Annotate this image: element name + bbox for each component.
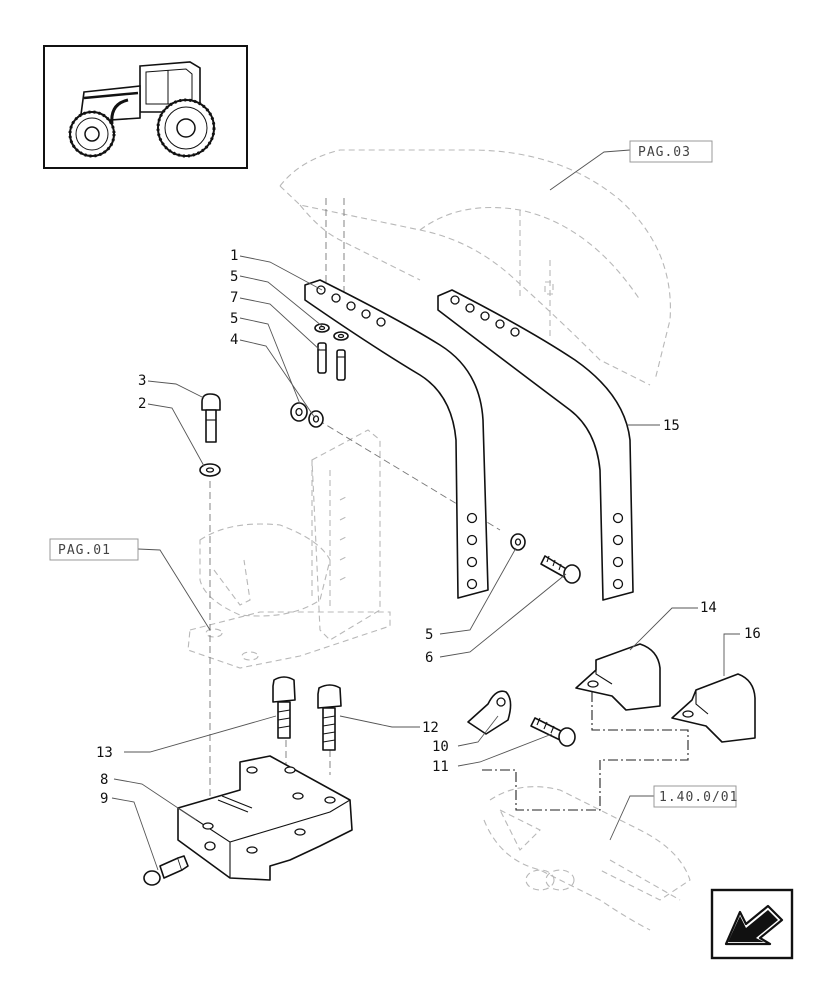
angle-bracket-16	[671, 673, 756, 743]
reference-box-pag01[interactable]: PAG.01	[49, 538, 139, 561]
callout-8: 8	[100, 772, 108, 788]
callout-13: 13	[96, 745, 113, 761]
bolt-6	[540, 555, 581, 584]
ghost-linkage	[483, 786, 691, 931]
callout-5: 5	[230, 269, 238, 285]
washer-5-mid	[510, 533, 526, 551]
connection-line	[480, 692, 689, 811]
bolt-12	[317, 684, 342, 751]
callout-1: 1	[230, 248, 238, 264]
ghost-mudguard	[279, 149, 671, 386]
bolt-13	[272, 676, 296, 739]
callout-6: 6	[425, 650, 433, 666]
bolt-11	[530, 717, 576, 747]
reference-box-pag03[interactable]: PAG.03	[629, 140, 713, 163]
mounting-plate-8	[177, 755, 353, 881]
callout-10: 10	[432, 739, 449, 755]
reference-14001-label: 1.40.0/01	[659, 790, 738, 805]
grease-fitting-9	[143, 855, 189, 886]
callout-3: 3	[138, 373, 146, 389]
washer-2	[199, 463, 221, 477]
bracket-arm-left	[304, 279, 489, 599]
callout-5: 5	[230, 311, 238, 327]
callout-11: 11	[432, 759, 449, 775]
callout-9: 9	[100, 791, 108, 807]
bracket-arm-right	[437, 289, 634, 601]
reference-pag01-label: PAG.01	[58, 543, 111, 558]
ghost-seat	[187, 429, 391, 669]
reference-pag03-label: PAG.03	[638, 145, 691, 160]
leader-lines	[111, 149, 740, 871]
callout-15: 15	[663, 418, 680, 434]
callout-2: 2	[138, 396, 146, 412]
callout-12: 12	[422, 720, 439, 736]
tractor-thumbnail-icon	[43, 45, 248, 169]
callout-4: 4	[230, 332, 238, 348]
clevis-10	[467, 690, 512, 735]
screw-top-7	[317, 342, 346, 381]
callout-16: 16	[744, 626, 761, 642]
callout-14: 14	[700, 600, 717, 616]
callout-5: 5	[425, 627, 433, 643]
washer-top	[314, 323, 349, 341]
back-arrow-icon[interactable]	[710, 888, 794, 960]
reference-box-14001[interactable]: 1.40.0/01	[653, 785, 738, 808]
callout-7: 7	[230, 290, 238, 306]
angle-bracket-14	[575, 643, 661, 711]
bolt-3	[201, 393, 221, 443]
